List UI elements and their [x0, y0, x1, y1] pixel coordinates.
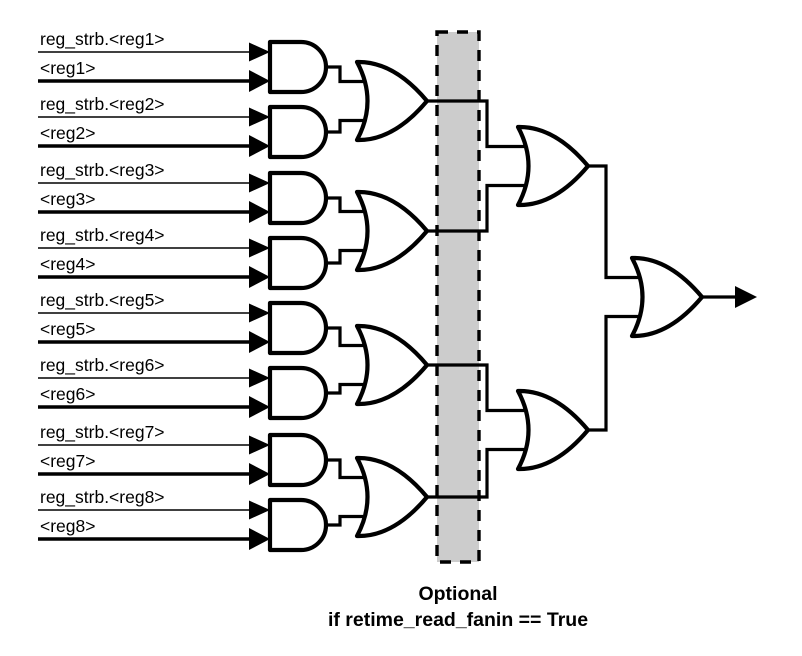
- and-gate-4: [267, 235, 329, 291]
- input-group-reg4: reg_strb.<reg4> <reg4>: [38, 225, 270, 288]
- or-gate-stage1-4: [354, 455, 430, 539]
- signal-label-strobe-reg8: reg_strb.<reg8>: [40, 487, 165, 508]
- or-gate-stage2-2: [515, 388, 591, 472]
- input-group-reg3: reg_strb.<reg3> <reg3>: [38, 160, 270, 223]
- arrow-strobe-reg4: [249, 238, 270, 258]
- arrow-data-reg6: [249, 396, 270, 418]
- wire-and1-to-or1-1: [326, 65, 363, 84]
- signal-label-data-reg5: <reg5>: [40, 319, 95, 339]
- or-stage1-layer: [326, 59, 430, 539]
- and-gate-2: [267, 104, 329, 160]
- signal-label-strobe-reg2: reg_strb.<reg2>: [40, 94, 165, 115]
- arrow-strobe-reg8: [249, 500, 270, 520]
- wire-and3-to-or1-2: [326, 196, 363, 214]
- input-group-reg7: reg_strb.<reg7> <reg7>: [38, 422, 270, 485]
- input-group-reg1: reg_strb.<reg1> <reg1>: [38, 29, 270, 92]
- and-gate-6: [267, 365, 329, 421]
- or-stage3-layer: [588, 164, 757, 432]
- wire-and4-to-or1-2: [326, 248, 363, 265]
- signal-label-strobe-reg1: reg_strb.<reg1>: [40, 29, 165, 50]
- and-gate-1: [267, 39, 329, 95]
- arrow-data-reg1: [249, 70, 270, 92]
- input-group-reg8: reg_strb.<reg8> <reg8>: [38, 487, 270, 550]
- signal-label-data-reg6: <reg6>: [40, 384, 95, 404]
- optional-retime-region: [435, 30, 481, 564]
- signal-label-strobe-reg4: reg_strb.<reg4>: [40, 225, 165, 246]
- arrow-data-reg5: [249, 331, 270, 353]
- wire-or1-3-to-or2-2: [427, 363, 524, 413]
- or-gate-stage1-3: [354, 323, 430, 407]
- arrow-strobe-reg2: [249, 107, 270, 127]
- signal-label-strobe-reg5: reg_strb.<reg5>: [40, 290, 165, 311]
- signal-label-data-reg8: <reg8>: [40, 516, 95, 536]
- arrow-strobe-reg7: [249, 435, 270, 455]
- input-signal-layer: reg_strb.<reg1> <reg1> reg_strb.<reg2> <reg…: [38, 29, 270, 550]
- signal-label-strobe-reg6: reg_strb.<reg6>: [40, 355, 165, 376]
- arrow-strobe-reg6: [249, 368, 270, 388]
- wire-or1-1-to-or2-1: [427, 99, 524, 149]
- signal-label-strobe-reg3: reg_strb.<reg3>: [40, 160, 165, 181]
- arrow-data-reg8: [249, 528, 270, 550]
- signal-label-strobe-reg7: reg_strb.<reg7>: [40, 422, 165, 443]
- output-arrow-icon: [735, 286, 757, 308]
- and-gate-layer: [267, 39, 329, 553]
- and-gate-3: [267, 170, 329, 226]
- arrow-data-reg3: [249, 201, 270, 223]
- or-gate-stage1-1: [354, 59, 430, 143]
- input-group-reg5: reg_strb.<reg5> <reg5>: [38, 290, 270, 353]
- and-gate-5: [267, 300, 329, 356]
- wire-and5-to-or1-3: [326, 326, 363, 348]
- arrow-strobe-reg3: [249, 173, 270, 193]
- optional-caption-line1: Optional: [418, 583, 497, 605]
- or-gate-stage1-2: [354, 189, 430, 273]
- and-gate-8: [267, 497, 329, 553]
- arrow-data-reg7: [249, 463, 270, 485]
- optional-caption-line2: if retime_read_fanin == True: [328, 609, 588, 631]
- signal-label-data-reg7: <reg7>: [40, 451, 95, 471]
- input-group-reg6: reg_strb.<reg6> <reg6>: [38, 355, 270, 418]
- wire-or1-4-to-or2-2: [427, 447, 524, 499]
- wire-or1-2-to-or2-1: [427, 183, 524, 233]
- arrow-data-reg4: [249, 266, 270, 288]
- optional-caption-layer: Optional if retime_read_fanin == True: [328, 583, 588, 631]
- arrow-strobe-reg1: [249, 42, 270, 62]
- signal-label-data-reg2: <reg2>: [40, 123, 95, 143]
- wire-or2-1-to-or3: [588, 164, 638, 280]
- wire-or2-2-to-or3: [588, 314, 638, 432]
- wire-and8-to-or1-4: [326, 514, 363, 527]
- wire-and2-to-or1-1: [326, 118, 363, 134]
- arrow-data-reg2: [249, 135, 270, 157]
- signal-label-data-reg1: <reg1>: [40, 58, 95, 78]
- signal-label-data-reg4: <reg4>: [40, 254, 95, 274]
- wire-and7-to-or1-4: [326, 458, 363, 480]
- and-gate-7: [267, 432, 329, 488]
- signal-label-data-reg3: <reg3>: [40, 189, 95, 209]
- or-gate-stage2-1: [515, 124, 591, 208]
- optional-region-box: [435, 30, 481, 564]
- input-group-reg2: reg_strb.<reg2> <reg2>: [38, 94, 270, 157]
- or-gate-stage3-final: [629, 255, 705, 339]
- wire-and6-to-or1-3: [326, 382, 363, 395]
- or-stage2-layer: [427, 99, 591, 499]
- arrow-strobe-reg5: [249, 303, 270, 323]
